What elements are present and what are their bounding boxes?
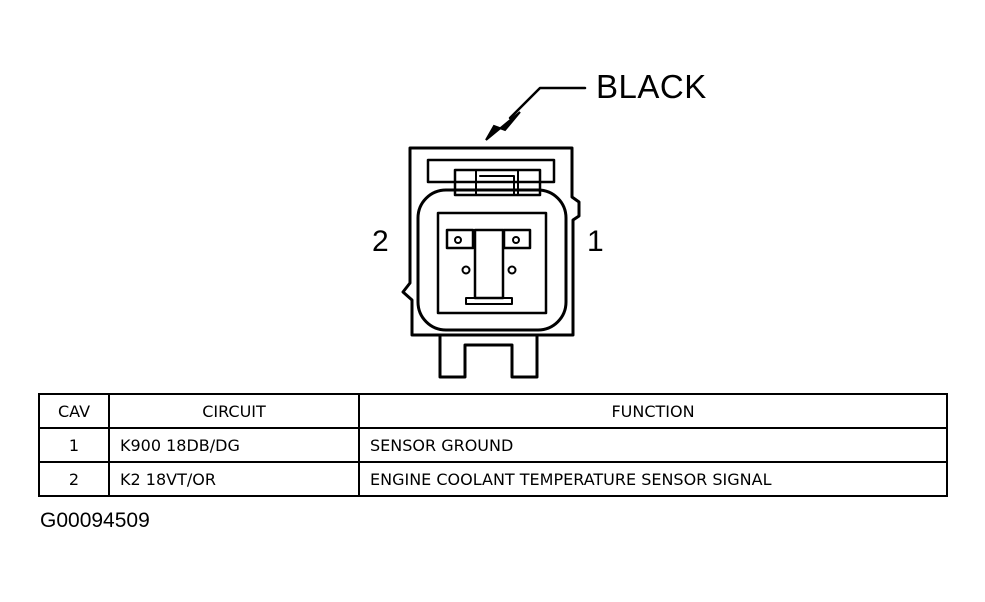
cell-function: SENSOR GROUND <box>358 427 948 463</box>
latch-slot <box>426 158 556 184</box>
cavity-label-2: 2 <box>372 225 389 258</box>
terminal-1 <box>502 228 532 250</box>
cell-function: ENGINE COOLANT TEMPERATURE SENSOR SIGNAL <box>358 461 948 497</box>
cell-cav: 1 <box>38 427 110 463</box>
inner-housing <box>416 188 568 332</box>
table-row: 1 K900 18DB/DG SENSOR GROUND <box>38 427 948 463</box>
cell-circuit: K900 18DB/DG <box>108 427 360 463</box>
header-cav: CAV <box>38 393 110 429</box>
terminal-2 <box>445 228 475 250</box>
cavity-label-1: 1 <box>587 225 604 258</box>
wire-exit <box>438 333 539 379</box>
header-circuit: CIRCUIT <box>108 393 360 429</box>
table-header-row: CAV CIRCUIT FUNCTION <box>38 393 948 429</box>
figure-id: G00094509 <box>40 509 150 532</box>
center-key <box>473 228 505 300</box>
latch-tab <box>453 168 542 197</box>
table-row: 2 K2 18VT/OR ENGINE COOLANT TEMPERATURE … <box>38 461 948 497</box>
connector-color-label: BLACK <box>596 68 707 105</box>
leader-arrowhead <box>485 111 521 141</box>
cell-cav: 2 <box>38 461 110 497</box>
cell-circuit: K2 18VT/OR <box>108 461 360 497</box>
leader-line <box>508 86 587 120</box>
pinout-table: CAV CIRCUIT FUNCTION 1 K900 18DB/DG SENS… <box>38 393 948 497</box>
header-function: FUNCTION <box>358 393 948 429</box>
connector-outer-shell <box>401 146 581 337</box>
mating-face <box>436 211 548 315</box>
